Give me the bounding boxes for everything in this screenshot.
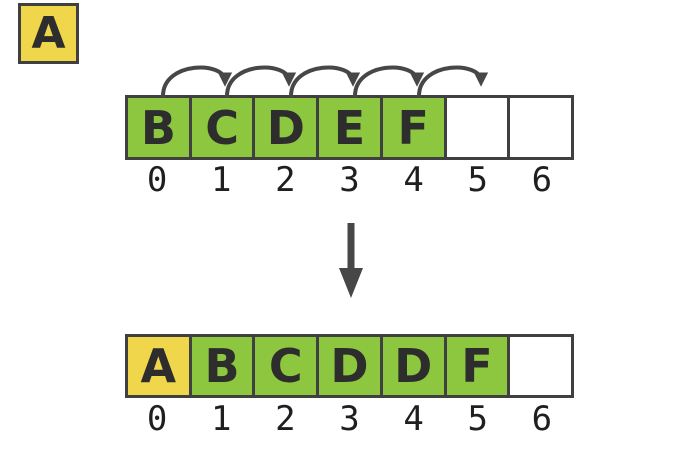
- top-array: B C D E F: [125, 95, 574, 160]
- cell-letter: F: [397, 100, 429, 155]
- top-index-row: 0 1 2 3 4 5 6: [125, 160, 574, 200]
- cell-letter: E: [333, 100, 366, 155]
- insert-arrow: [339, 223, 363, 298]
- cell-letter: D: [266, 100, 305, 155]
- inserted-item-badge: A: [18, 3, 79, 64]
- array-cell: C: [191, 98, 256, 157]
- array-cell: E: [319, 98, 383, 157]
- index-label: 0: [146, 160, 168, 200]
- array-cell: C: [255, 337, 320, 395]
- shift-arrow-1-to-2: [225, 65, 297, 98]
- index-label: 1: [210, 399, 232, 439]
- cell-letter: B: [204, 339, 240, 393]
- index-label: 4: [403, 399, 424, 439]
- cell-letter: C: [268, 339, 303, 393]
- index-label: 3: [339, 399, 360, 439]
- array-cell: [446, 98, 511, 157]
- array-cell: F: [446, 337, 511, 395]
- shift-arrow-0-to-1: [161, 65, 233, 98]
- array-cell: D: [255, 98, 320, 157]
- index-label: 6: [531, 399, 553, 439]
- array-cell: D: [382, 337, 447, 395]
- inserted-item-letter: A: [31, 7, 66, 59]
- bottom-array: A B C D D F: [125, 334, 574, 398]
- index-label: 3: [339, 160, 360, 200]
- index-label: 1: [210, 160, 232, 200]
- shift-arrow-4-to-5: [417, 65, 489, 98]
- cell-letter: F: [461, 339, 493, 393]
- index-label: 4: [403, 160, 424, 200]
- index-label: 0: [146, 399, 168, 439]
- insert-arrow-head: [339, 268, 363, 298]
- shift-arrows: [161, 65, 489, 98]
- array-cell: [510, 98, 572, 157]
- cell-letter: D: [330, 339, 369, 393]
- shift-arrow-3-to-4: [353, 65, 425, 98]
- index-label: 2: [275, 399, 296, 439]
- cell-letter: D: [394, 339, 433, 393]
- index-label: 5: [467, 399, 489, 439]
- index-label: 6: [531, 160, 553, 200]
- array-cell: B: [191, 337, 256, 395]
- index-label: 5: [467, 160, 489, 200]
- index-label: 2: [275, 160, 296, 200]
- array-cell: F: [382, 98, 447, 157]
- array-cell: A: [128, 337, 192, 395]
- array-cell: B: [128, 98, 192, 157]
- shift-arrow-2-to-3: [289, 65, 361, 98]
- cell-letter: A: [140, 339, 177, 393]
- array-cell: D: [319, 337, 383, 395]
- cell-letter: B: [140, 100, 176, 155]
- cell-letter: C: [205, 100, 239, 155]
- bottom-index-row: 0 1 2 3 4 5 6: [125, 399, 574, 439]
- array-cell: [510, 337, 572, 395]
